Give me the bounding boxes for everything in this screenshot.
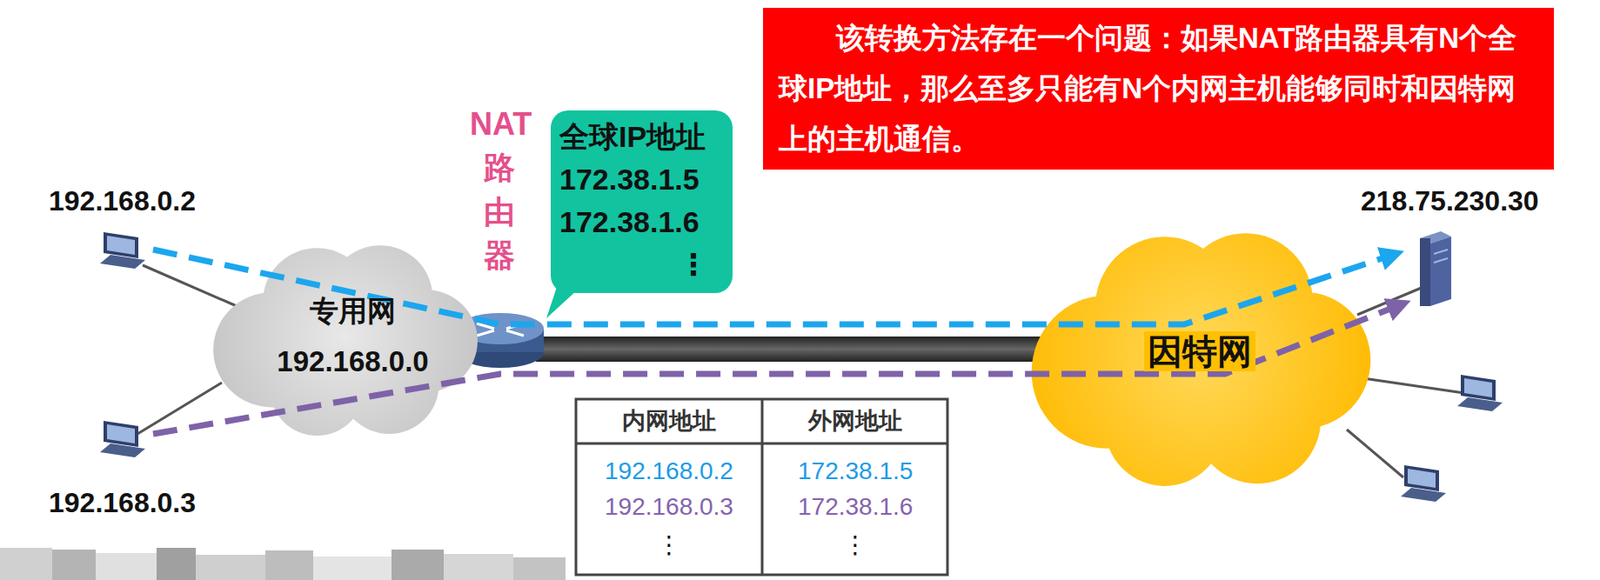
address-text: 172.38.1.5 xyxy=(559,158,700,201)
table-cell: ⋮ xyxy=(656,530,682,560)
access-lines xyxy=(1357,377,1465,394)
watermark-blur xyxy=(313,556,392,580)
address-callout: 全球IP地址172.38.1.5172.38.1.6⋮ xyxy=(550,110,733,294)
label-anchor: 192.168.0.3 xyxy=(48,487,196,520)
note-box: 该转换方法存在一个问题：如果NAT路由器具有N个全球IP地址，那么至多只能有N个… xyxy=(763,7,1554,170)
host-computer xyxy=(103,232,139,259)
flow-path-purple xyxy=(153,306,1398,435)
network-label: 专用网 xyxy=(309,294,396,329)
watermark-blur xyxy=(443,554,514,580)
address-table-grid xyxy=(575,399,948,576)
watermark-blur xyxy=(391,549,444,580)
address-text: ⋮ xyxy=(678,243,709,287)
watermark-blur xyxy=(52,549,96,580)
host-address: 192.168.0.3 xyxy=(48,487,196,520)
address-table-grid xyxy=(575,399,948,576)
table-header: 内网地址 xyxy=(622,405,717,437)
trunk-link xyxy=(535,336,1041,362)
table-cell: 192.168.0.3 xyxy=(604,493,734,522)
flow-path-blue xyxy=(153,249,1391,325)
router-name: NAT路由器 xyxy=(469,102,529,279)
internet-cloud: 因特网 xyxy=(1025,219,1373,490)
server-address: 218.75.230.30 xyxy=(1360,185,1540,218)
server-symbol xyxy=(1430,236,1452,307)
watermark-blur xyxy=(195,555,266,580)
server-symbol xyxy=(1433,249,1448,255)
watermark-blur xyxy=(513,557,566,580)
label-anchor: ⋮ xyxy=(656,530,682,560)
label-anchor: 外网地址 xyxy=(808,405,903,437)
label-anchor: 218.75.230.30 xyxy=(1360,185,1540,218)
network-label: 因特网 xyxy=(1144,331,1256,372)
table-cell: 172.38.1.6 xyxy=(797,493,913,522)
watermark-blur xyxy=(0,548,566,580)
host-computer xyxy=(1460,374,1496,402)
host-computer xyxy=(1457,397,1503,412)
label-anchor: 192.168.0.2 xyxy=(48,185,196,218)
host-computer xyxy=(1407,468,1436,489)
watermark-blur xyxy=(156,548,196,580)
label-anchor: 192.168.0.2 xyxy=(604,457,734,486)
address-text: 全球IP地址 xyxy=(559,115,706,159)
host-computer xyxy=(100,443,146,458)
server-symbol xyxy=(1419,231,1452,307)
label-anchor: 内网地址 xyxy=(622,405,717,437)
access-lines xyxy=(142,265,237,307)
host-computer xyxy=(100,254,146,269)
host-computer xyxy=(1400,488,1447,503)
note-text: 该转换方法存在一个问题：如果NAT路由器具有N个全球IP地址，那么至多只能有N个… xyxy=(778,13,1539,165)
host-computer xyxy=(1400,465,1447,503)
table-cell: 192.168.0.2 xyxy=(604,457,734,486)
address-table-grid xyxy=(761,399,764,576)
watermark-blur xyxy=(265,550,314,580)
watermark-blur xyxy=(0,548,53,580)
host-computer xyxy=(103,421,139,448)
table-cell: ⋮ xyxy=(843,530,868,560)
address-text: 172.38.1.6 xyxy=(559,200,700,244)
access-lines xyxy=(1346,429,1404,478)
label-anchor: NAT路由器 xyxy=(469,102,529,279)
watermark-blur xyxy=(95,553,157,580)
host-computer xyxy=(1464,378,1493,398)
host-address: 192.168.0.2 xyxy=(48,185,196,218)
host-computer xyxy=(107,424,135,444)
host-computer xyxy=(1457,374,1503,412)
host-computer xyxy=(107,235,135,255)
host-computer xyxy=(100,421,146,458)
host-computer xyxy=(100,232,146,269)
label-anchor: ⋮ xyxy=(843,530,868,560)
server-symbol xyxy=(1419,238,1431,307)
label-anchor: 192.168.0.3 xyxy=(604,493,734,522)
label-anchor: 172.38.1.5 xyxy=(797,457,913,486)
cloud-outline xyxy=(208,234,480,439)
private-network-cloud: 专用网 192.168.0.0 xyxy=(208,234,480,439)
table-cell: 172.38.1.5 xyxy=(797,457,913,486)
table-header: 外网地址 xyxy=(808,405,903,437)
label-anchor: 172.38.1.6 xyxy=(797,493,913,522)
host-computer xyxy=(1404,465,1440,492)
server-symbol xyxy=(1433,258,1448,263)
network-label: 192.168.0.0 xyxy=(276,344,429,380)
